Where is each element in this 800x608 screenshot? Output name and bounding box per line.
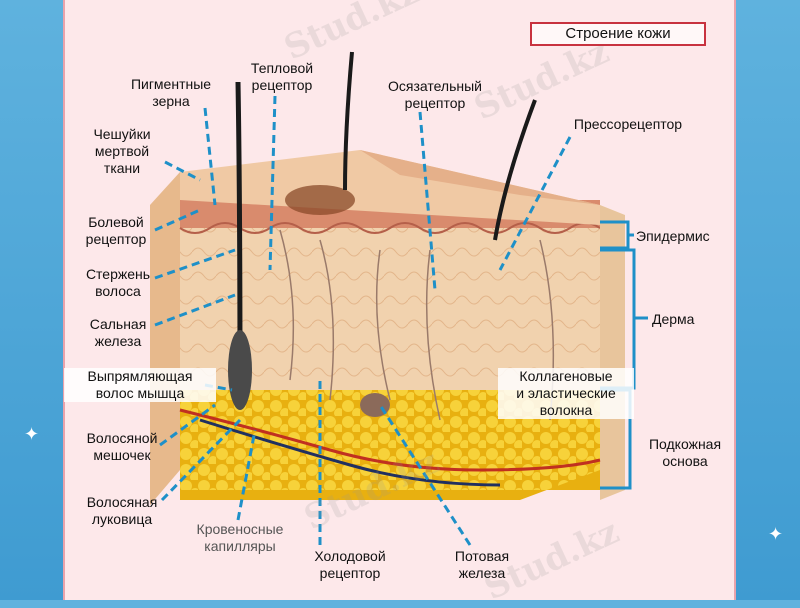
- label-thermal-receptor: Тепловой рецептор: [250, 60, 314, 93]
- label-collagen-fibers: Коллагеновые и эластические волокна: [498, 368, 634, 419]
- label-tactile-receptor: Осязательный рецептор: [387, 78, 483, 111]
- label-erector-muscle: Выпрямляющая волос мышца: [64, 368, 216, 402]
- label-dermis: Дерма: [652, 311, 695, 327]
- label-dead-scales: Чешуйки мертвой ткани: [93, 126, 151, 176]
- label-epidermis: Эпидермис: [636, 228, 710, 244]
- skin-block-right: [600, 205, 625, 500]
- skin-block-side: [150, 172, 180, 505]
- label-hair-follicle: Волосяной мешочек: [86, 430, 158, 463]
- hair-shaft-3: [493, 99, 537, 241]
- label-sebaceous-gland: Сальная железа: [89, 316, 147, 349]
- label-pressure-receptor: Прессорецептор: [573, 116, 683, 132]
- label-sweat-gland: Потовая железа: [454, 548, 510, 581]
- label-pigment-grains: Пигментные зерна: [130, 76, 212, 109]
- label-capillaries: Кровеносные капилляры: [196, 521, 284, 554]
- label-cold-receptor: Холодовой рецептор: [314, 548, 386, 581]
- label-hair-bulb: Волосяная луковица: [86, 494, 158, 527]
- label-hair-shaft: Стержень волоса: [85, 266, 151, 299]
- blood-vessel: [179, 408, 601, 472]
- label-hypodermis: Подкожная основа: [648, 436, 722, 469]
- skin-surface: [180, 150, 600, 225]
- hair-follicle: [228, 330, 252, 410]
- sparkle-icon: ✦: [768, 524, 784, 544]
- hair-shaft-2: [343, 51, 354, 191]
- diagram-title: Строение кожи: [530, 22, 706, 46]
- hypodermis-lower: [180, 470, 600, 500]
- label-pain-receptor: Болевой рецептор: [85, 214, 147, 247]
- pigment-spot: [285, 185, 355, 215]
- sparkle-icon: ✦: [24, 424, 40, 444]
- leader-lines: [154, 95, 572, 546]
